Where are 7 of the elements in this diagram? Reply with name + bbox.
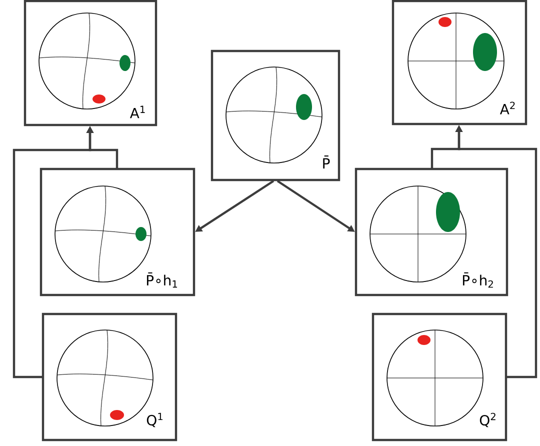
plot-label: A$^{2}$: [500, 102, 515, 114]
plot-label: A$^{1}$: [130, 106, 145, 118]
plot-label: P̄∘h$_{2}$: [462, 272, 493, 288]
plot-label: Q$^{2}$: [480, 412, 496, 428]
plot-label: P̄: [323, 156, 330, 168]
plot-label: P̄∘h$_{1}$: [146, 272, 177, 288]
plot-label: Q$^{1}$: [146, 412, 162, 428]
